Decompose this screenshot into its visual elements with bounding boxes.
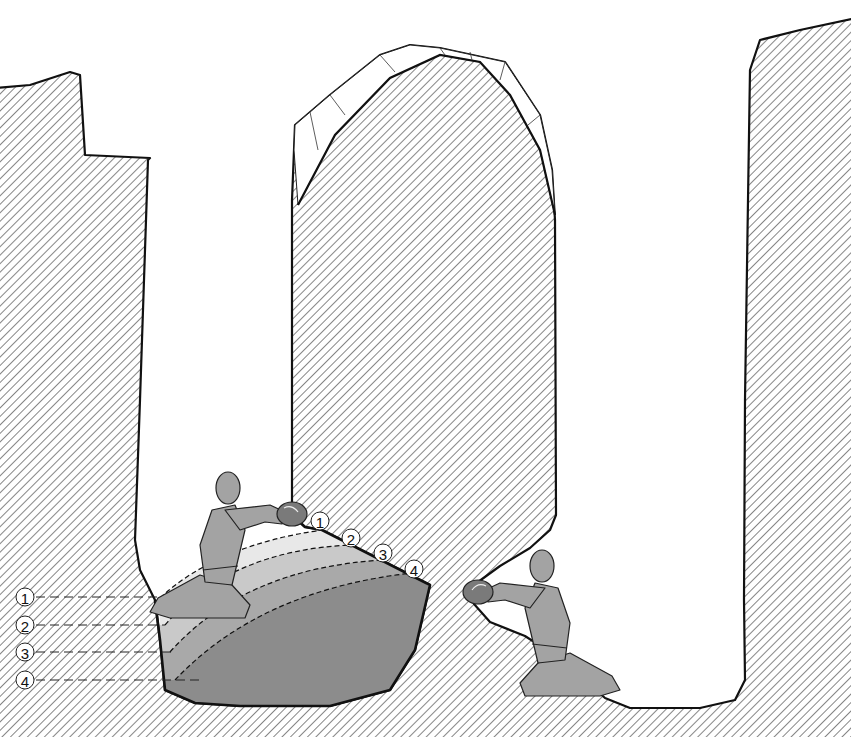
pillar-top-edge: [298, 55, 555, 215]
pillar-cap: [294, 45, 555, 215]
callout-number: 2: [21, 619, 29, 634]
callout-number: 3: [21, 646, 29, 661]
callout-number: 1: [21, 591, 29, 606]
cut-bands: [130, 500, 470, 730]
worker-figure: [150, 472, 307, 618]
open-space: [0, 0, 851, 708]
worker-figure: [463, 550, 620, 696]
cap-facets: [310, 48, 540, 150]
callout-number: 4: [21, 674, 29, 689]
callout-number: 2: [347, 532, 355, 547]
callout-number: 3: [379, 547, 387, 562]
callout-number: 4: [410, 563, 418, 578]
callout-number: 1: [316, 515, 324, 530]
